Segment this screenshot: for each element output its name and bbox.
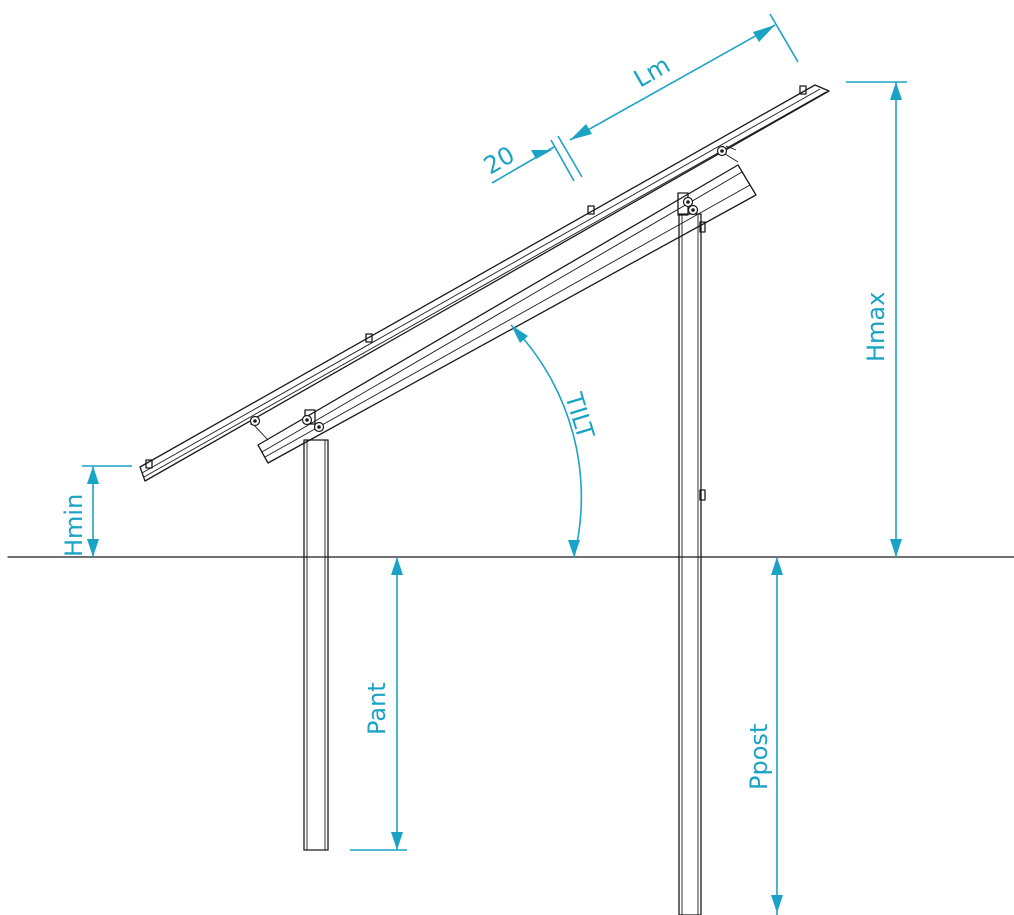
rear-post — [677, 192, 706, 915]
ppost-label: Ppost — [745, 724, 773, 790]
tilt-dimension: TILT — [510, 324, 600, 558]
lm-dimension: Lm 20 — [479, 13, 799, 184]
tilt-label: TILT — [559, 389, 600, 443]
lm-label: Lm — [629, 51, 675, 94]
hmin-dimension: Hmin — [60, 465, 132, 557]
panel-clamps — [145, 85, 807, 469]
solar-panel — [139, 84, 830, 482]
hmax-dimension: Hmax — [846, 81, 907, 557]
offset-label: 20 — [479, 141, 519, 181]
ppost-dimension: Ppost — [745, 557, 783, 915]
pant-label: Pant — [363, 682, 391, 735]
front-post — [303, 439, 329, 851]
bolts — [249, 145, 728, 433]
pant-dimension: Pant — [350, 557, 407, 851]
hmax-label: Hmax — [862, 292, 890, 362]
support-beam — [257, 164, 757, 464]
hmin-label: Hmin — [60, 494, 88, 557]
